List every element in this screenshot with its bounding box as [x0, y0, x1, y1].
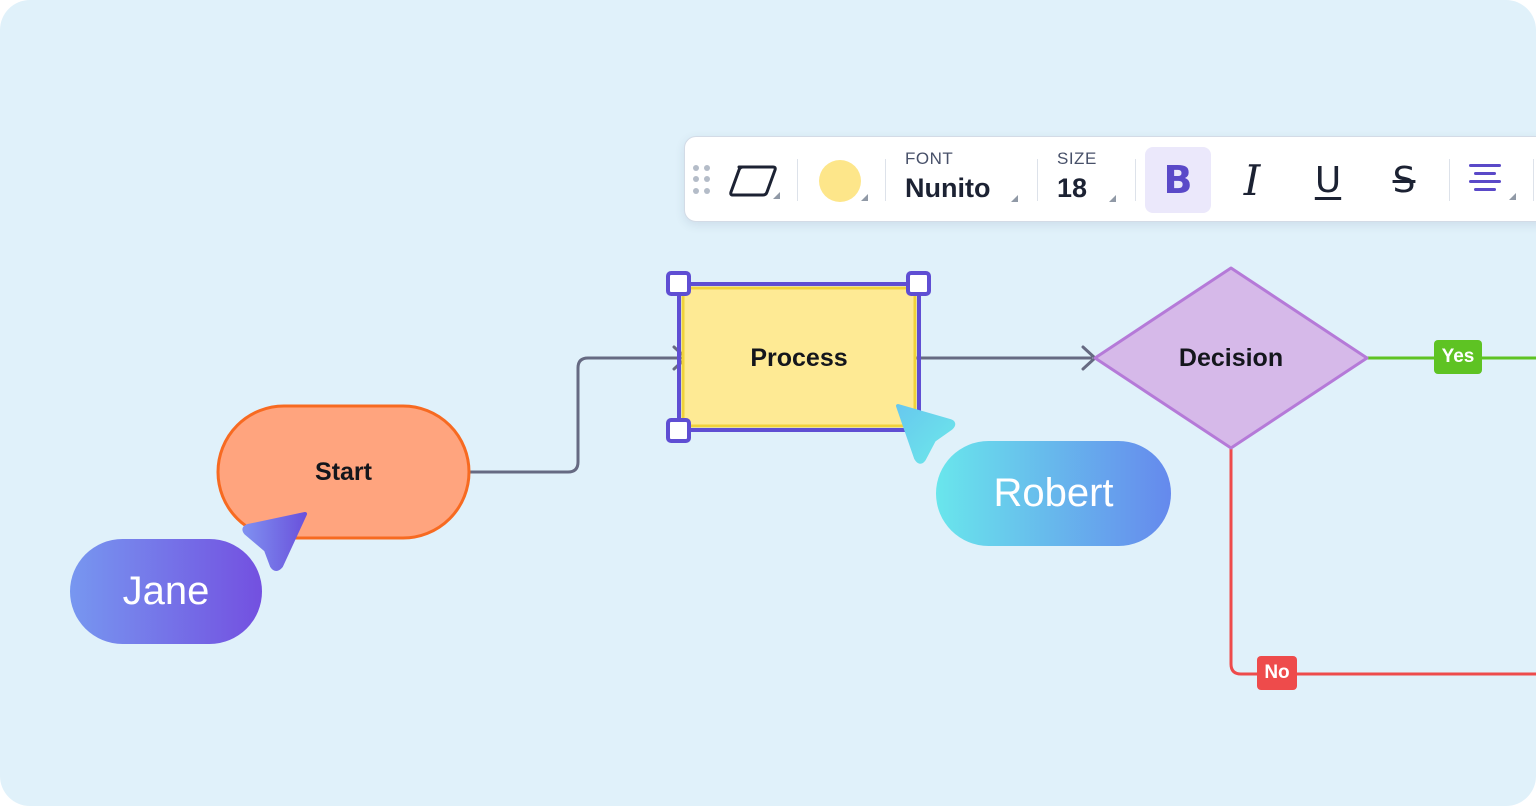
parallelogram-icon — [729, 165, 777, 197]
toolbar-divider — [1037, 159, 1038, 201]
font-size-select[interactable]: SIZE 18 — [1057, 149, 1127, 211]
italic-icon: I — [1243, 155, 1261, 205]
start-node-shape[interactable] — [216, 404, 471, 540]
start-node-label: Start — [315, 458, 372, 486]
font-family-select[interactable]: FONT Nunito — [905, 149, 1025, 211]
robert-cursor-arrow-icon — [896, 404, 956, 464]
chevron-down-icon — [1509, 193, 1516, 200]
chevron-down-icon — [773, 192, 780, 199]
strikethrough-button[interactable]: S — [1371, 147, 1437, 213]
strikethrough-icon: S — [1392, 159, 1416, 201]
fill-color-swatch — [819, 160, 861, 202]
bold-button[interactable]: B — [1145, 147, 1211, 213]
underline-icon: U — [1314, 159, 1342, 201]
robert-cursor-tag: Robert — [936, 441, 1171, 546]
chevron-down-icon — [861, 194, 868, 201]
jane-cursor-tag: Jane — [70, 539, 262, 644]
bold-icon: B — [1163, 158, 1193, 202]
connector-decision-no[interactable] — [1229, 447, 1536, 676]
formatting-toolbar: FONT Nunito SIZE 18 B I U S — [684, 136, 1536, 222]
decision-node-label: Decision — [1178, 344, 1284, 372]
resize-handle-top-left[interactable] — [666, 271, 691, 296]
shape-picker-button[interactable] — [727, 161, 785, 201]
process-node-shape[interactable] — [681, 286, 917, 428]
size-label: SIZE — [1057, 149, 1097, 168]
drag-handle-icon[interactable] — [693, 165, 713, 195]
font-label: FONT — [905, 149, 954, 168]
size-value: 18 — [1057, 173, 1088, 203]
chevron-down-icon — [1109, 195, 1116, 202]
italic-button[interactable]: I — [1219, 147, 1285, 213]
toolbar-divider — [797, 159, 798, 201]
underline-button[interactable]: U — [1295, 147, 1361, 213]
text-align-button[interactable] — [1465, 155, 1517, 205]
process-node-label: Process — [750, 344, 848, 372]
selection-outline — [677, 282, 921, 432]
no-branch-label: No — [1257, 656, 1297, 690]
toolbar-divider — [1449, 159, 1450, 201]
yes-branch-label: Yes — [1434, 340, 1482, 374]
resize-handle-top-right[interactable] — [906, 271, 931, 296]
jane-cursor-arrow-icon — [242, 512, 307, 571]
toolbar-divider — [1533, 159, 1534, 201]
decision-node-shape[interactable] — [1093, 266, 1369, 450]
align-center-icon — [1469, 164, 1501, 191]
connector-start-process[interactable] — [468, 356, 682, 474]
toolbar-divider — [885, 159, 886, 201]
resize-handle-bottom-left[interactable] — [666, 418, 691, 443]
chevron-down-icon — [1011, 195, 1018, 202]
fill-color-button[interactable] — [815, 157, 873, 203]
font-value: Nunito — [905, 173, 991, 203]
toolbar-divider — [1135, 159, 1136, 201]
